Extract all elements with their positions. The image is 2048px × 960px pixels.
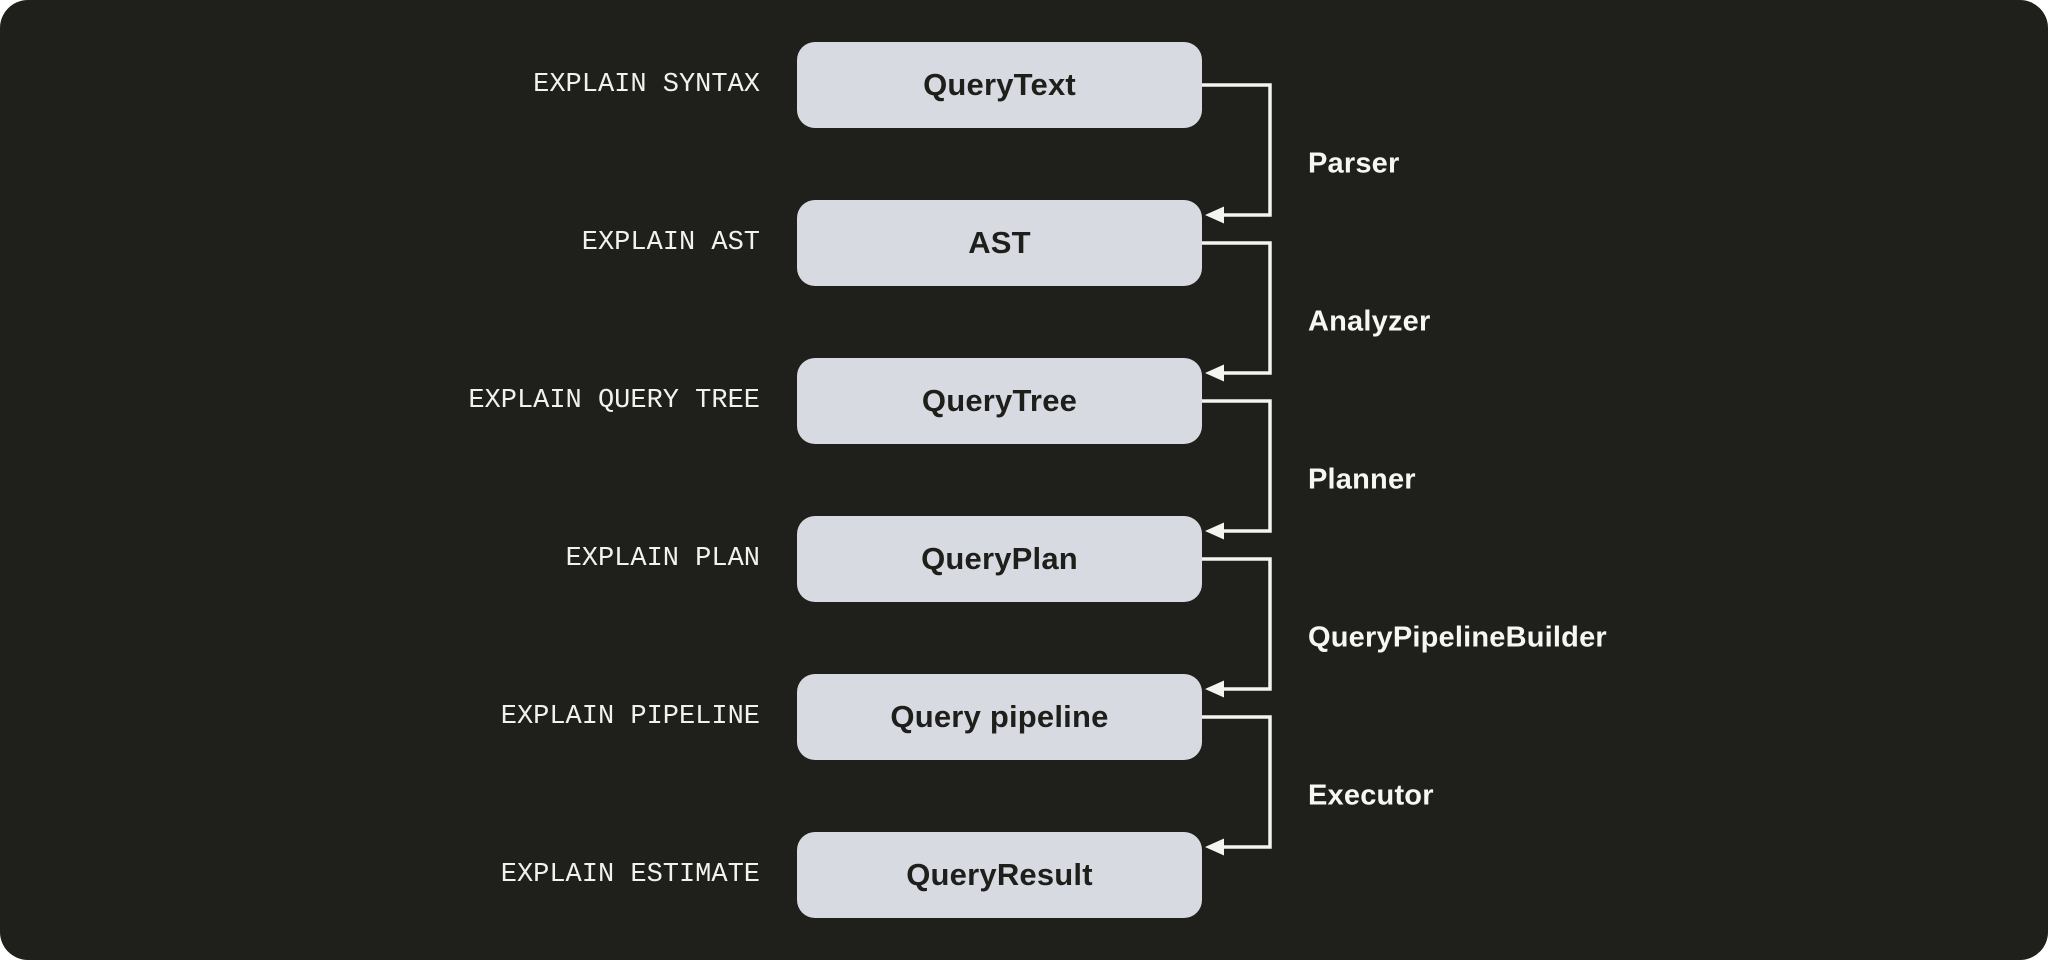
step-label-parser: Parser bbox=[1308, 147, 1400, 180]
stage-label-explain-ast: EXPLAIN AST bbox=[581, 228, 760, 258]
diagram-row: EXPLAIN AST AST bbox=[0, 200, 2048, 286]
diagram-row: EXPLAIN PLAN QueryPlan bbox=[0, 516, 2048, 602]
stage-label-explain-pipeline: EXPLAIN PIPELINE bbox=[500, 702, 760, 732]
step-label-planner: Planner bbox=[1308, 463, 1416, 496]
node-querytree: QueryTree bbox=[797, 358, 1202, 444]
node-query-pipeline: Query pipeline bbox=[797, 674, 1202, 760]
stage-label-explain-syntax: EXPLAIN SYNTAX bbox=[533, 70, 760, 100]
diagram-row: EXPLAIN QUERY TREE QueryTree bbox=[0, 358, 2048, 444]
diagram-row: EXPLAIN SYNTAX QueryText bbox=[0, 42, 2048, 128]
node-queryresult: QueryResult bbox=[797, 832, 1202, 918]
node-queryplan: QueryPlan bbox=[797, 516, 1202, 602]
diagram-row: EXPLAIN PIPELINE Query pipeline bbox=[0, 674, 2048, 760]
stage-label-explain-query-tree: EXPLAIN QUERY TREE bbox=[468, 386, 760, 416]
diagram-row: EXPLAIN ESTIMATE QueryResult bbox=[0, 832, 2048, 918]
step-label-analyzer: Analyzer bbox=[1308, 305, 1431, 338]
step-label-querypipelinebuilder: QueryPipelineBuilder bbox=[1308, 621, 1607, 654]
stage-label-explain-plan: EXPLAIN PLAN bbox=[565, 544, 760, 574]
node-querytext: QueryText bbox=[797, 42, 1202, 128]
step-label-executor: Executor bbox=[1308, 779, 1434, 812]
node-ast: AST bbox=[797, 200, 1202, 286]
stage-label-explain-estimate: EXPLAIN ESTIMATE bbox=[500, 860, 760, 890]
